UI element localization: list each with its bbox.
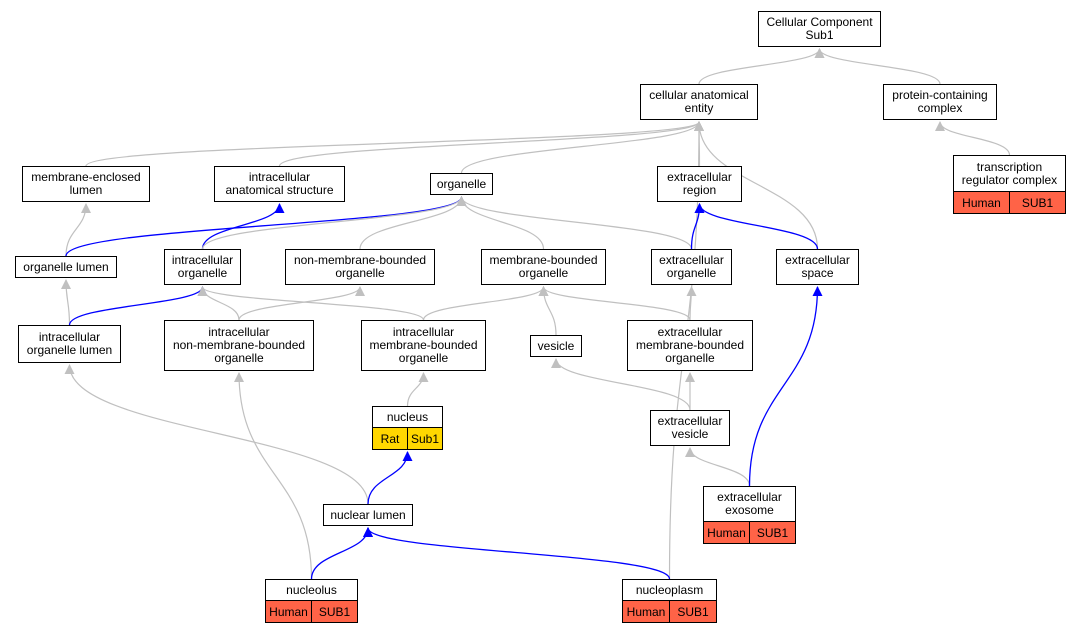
part-of-edge-organelle-lumen-to-organelle xyxy=(65,196,467,257)
is-a-edge-intracellular-non-membrane-bounded-organelle-to-intracellular-organelle xyxy=(197,286,240,321)
node-protein-containing-complex[interactable]: protein-containing complex xyxy=(883,84,997,120)
gene-tag: SUB1 xyxy=(311,601,357,622)
part-of-edge-extracellular-space-to-extracellular-region xyxy=(694,203,819,250)
is-a-edge-transcription-regulator-complex-to-protein-containing-complex xyxy=(935,121,1011,156)
is-a-edge-extracellular-membrane-bounded-organelle-to-membrane-bounded-organelle xyxy=(538,286,691,321)
node-label: nucleus xyxy=(373,407,442,428)
species-tag: Human xyxy=(954,192,1009,213)
node-cellular-component[interactable]: Cellular Component Sub1 xyxy=(758,11,881,47)
is-a-edge-extracellular-space-to-cellular-anatomical-entity xyxy=(694,121,819,250)
is-a-edge-organelle-to-cellular-anatomical-entity xyxy=(460,121,704,174)
gene-tag: SUB1 xyxy=(669,601,716,622)
node-cellular-anatomical-entity[interactable]: cellular anatomical entity xyxy=(640,84,758,120)
gene-tag: Sub1 xyxy=(407,428,442,449)
node-intracellular-membrane-bounded-organelle[interactable]: intracellular membrane-bounded organelle xyxy=(361,320,486,371)
part-of-edge-nucleolus-to-nuclear-lumen xyxy=(310,527,373,580)
node-intracellular-non-membrane-bounded-organelle[interactable]: intracellular non-membrane-bounded organ… xyxy=(164,320,314,371)
part-of-edge-nucleoplasm-to-nuclear-lumen xyxy=(363,527,671,580)
is-a-edge-intracellular-organelle-lumen-to-organelle-lumen xyxy=(61,279,72,326)
part-of-edge-intracellular-organelle-lumen-to-intracellular-organelle xyxy=(68,286,208,326)
gene-tag: SUB1 xyxy=(1009,192,1065,213)
node-intracellular-organelle[interactable]: intracellular organelle xyxy=(164,249,241,285)
node-membrane-bounded-organelle[interactable]: membrane-bounded organelle xyxy=(481,249,606,285)
node-vesicle[interactable]: vesicle xyxy=(530,335,582,357)
is-a-edge-membrane-bounded-organelle-to-organelle xyxy=(456,196,545,250)
is-a-edge-protein-containing-complex-to-cellular-component xyxy=(814,48,941,85)
species-tag: Human xyxy=(266,601,311,622)
is-a-edge-extracellular-exosome-to-extracellular-vesicle xyxy=(685,447,751,487)
node-label: nucleolus xyxy=(266,580,357,601)
is-a-edge-cellular-anatomical-entity-to-cellular-component xyxy=(698,48,825,85)
is-a-edge-intracellular-organelle-to-organelle xyxy=(201,196,467,250)
is-a-edge-nuclear-lumen-to-intracellular-organelle-lumen xyxy=(64,364,369,505)
is-a-edge-extracellular-vesicle-to-vesicle xyxy=(551,358,691,411)
node-organelle[interactable]: organelle xyxy=(430,173,493,195)
is-a-edge-membrane-enclosed-lumen-to-cellular-anatomical-entity xyxy=(85,121,704,167)
node-non-membrane-bounded-organelle[interactable]: non-membrane-bounded organelle xyxy=(285,249,435,285)
node-extracellular-organelle[interactable]: extracellular organelle xyxy=(651,249,732,285)
node-intracellular-anatomical-structure[interactable]: intracellular anatomical structure xyxy=(214,166,345,202)
is-a-edge-extracellular-organelle-to-organelle xyxy=(456,196,693,250)
is-a-edge-nucleus-to-intracellular-membrane-bounded-organelle xyxy=(406,372,429,407)
node-organelle-lumen[interactable]: organelle lumen xyxy=(15,256,117,278)
node-extracellular-vesicle[interactable]: extracellular vesicle xyxy=(650,410,730,446)
is-a-edge-non-membrane-bounded-organelle-to-organelle xyxy=(359,196,467,250)
is-a-edge-intracellular-membrane-bounded-organelle-to-intracellular-organelle xyxy=(197,286,425,321)
is-a-edge-intracellular-membrane-bounded-organelle-to-membrane-bounded-organelle xyxy=(422,286,549,321)
is-a-edge-intracellular-anatomical-structure-to-cellular-anatomical-entity xyxy=(278,121,704,167)
part-of-edge-nuclear-lumen-to-nucleus xyxy=(367,451,413,505)
part-of-edge-intracellular-organelle-to-intracellular-anatomical-structure xyxy=(201,203,285,250)
species-tag: Rat xyxy=(373,428,407,449)
is-a-edge-intracellular-non-membrane-bounded-organelle-to-non-membrane-bounded-organelle xyxy=(238,286,365,321)
node-label: extracellular exosome xyxy=(704,487,795,522)
part-of-edge-extracellular-exosome-to-extracellular-space xyxy=(748,286,823,487)
edge-layer xyxy=(61,48,1011,580)
node-label: transcription regulator complex xyxy=(954,156,1065,192)
node-extracellular-membrane-bounded-organelle[interactable]: extracellular membrane-bounded organelle xyxy=(627,320,753,371)
is-a-edge-nucleolus-to-intracellular-non-membrane-bounded-organelle xyxy=(234,372,313,580)
gene-tag: SUB1 xyxy=(749,522,795,543)
node-intracellular-organelle-lumen[interactable]: intracellular organelle lumen xyxy=(18,325,121,363)
is-a-edge-organelle-lumen-to-membrane-enclosed-lumen xyxy=(65,203,91,257)
species-tag: Human xyxy=(704,522,749,543)
node-membrane-enclosed-lumen[interactable]: membrane-enclosed lumen xyxy=(22,166,150,202)
is-a-edge-extracellular-membrane-bounded-organelle-to-extracellular-organelle xyxy=(686,286,697,321)
is-a-edge-vesicle-to-membrane-bounded-organelle xyxy=(538,286,557,336)
node-extracellular-space[interactable]: extracellular space xyxy=(776,249,859,285)
node-label: nucleoplasm xyxy=(623,580,716,601)
node-extracellular-region[interactable]: extracellular region xyxy=(657,166,742,202)
node-nuclear-lumen[interactable]: nuclear lumen xyxy=(323,504,413,526)
species-tag: Human xyxy=(623,601,669,622)
